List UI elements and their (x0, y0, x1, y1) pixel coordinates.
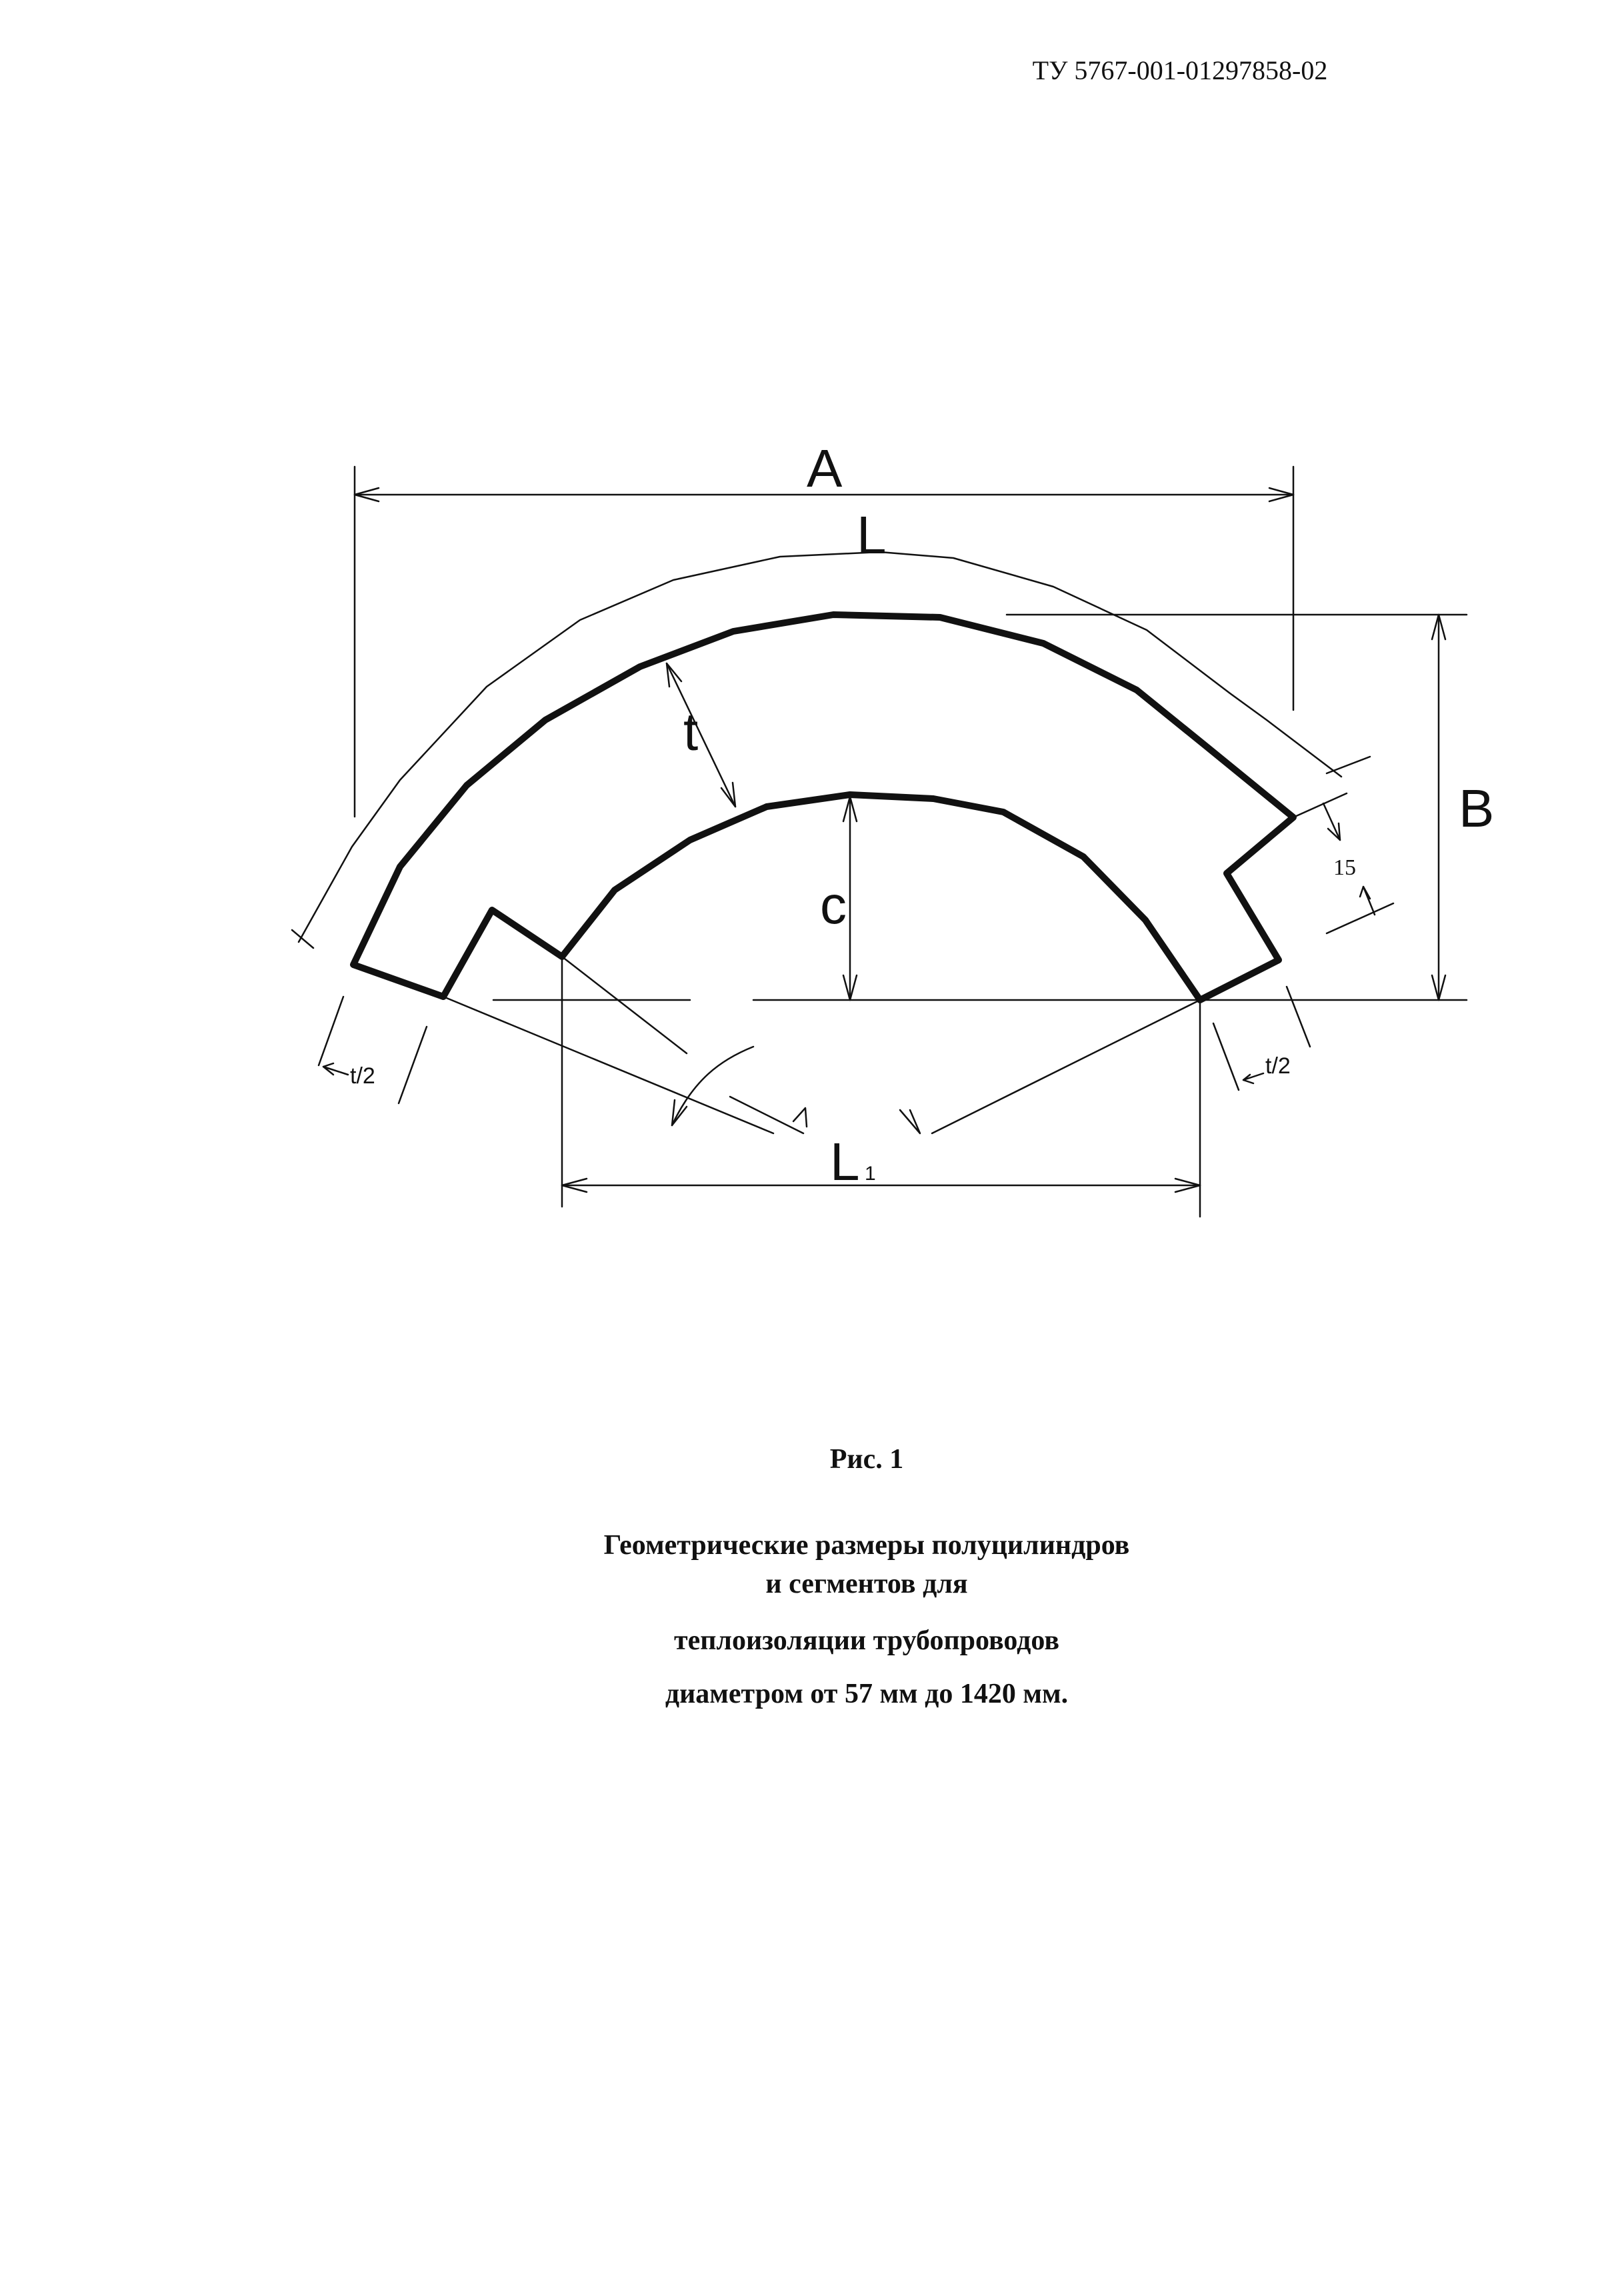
extension-line-half-t-left-1 (317, 995, 345, 1067)
caption-line-2: и сегментов для (765, 1569, 968, 1599)
arrow-l1-left (561, 1177, 588, 1193)
label-l1-subscript: 1 (865, 1163, 876, 1185)
dimension-arc-l (297, 551, 1343, 943)
arrow-t-bottom (720, 781, 737, 808)
label-half-t-left: t/2 (350, 1063, 375, 1089)
dimension-line-15-a (1322, 802, 1341, 841)
document-code: ТУ 5767-001-01297858-02 (1032, 55, 1328, 85)
arrow-a-left (353, 487, 380, 503)
arrow-a-right (1268, 487, 1295, 503)
arrow-half-t-left (322, 1062, 335, 1076)
label-half-t-right: t/2 (1265, 1053, 1291, 1079)
extension-line-half-t-right-2 (1285, 985, 1311, 1048)
arrow-l1-right (1174, 1177, 1201, 1193)
segment-profile (350, 611, 1297, 1003)
arrow-b-top (1431, 613, 1447, 641)
arrow-b-bottom (1431, 974, 1447, 1001)
angle-arrow-right (899, 1109, 921, 1135)
dimension-line-half-t-right (1242, 1072, 1265, 1081)
arrow-half-t-right (1242, 1073, 1255, 1085)
arrow-15-b (1359, 885, 1371, 900)
label-l: L (857, 505, 887, 565)
arrow-c-top (842, 795, 858, 823)
angle-arrow-center (792, 1107, 808, 1128)
extension-line-half-t-right-1 (1212, 1022, 1240, 1091)
dimension-line-half-t-left (322, 1065, 349, 1076)
label-b: B (1459, 779, 1494, 838)
extension-line-15-top (1292, 792, 1348, 819)
label-15: 15 (1333, 855, 1356, 880)
dimension-tick-l-left (291, 929, 315, 949)
caption-line-4: диаметром от 57 мм до 1420 мм. (665, 1679, 1069, 1709)
label-l1: L (830, 1132, 860, 1191)
arrow-15-a (1327, 822, 1341, 841)
label-c: c (820, 875, 847, 935)
angle-line-left-inner (561, 955, 688, 1055)
extension-line-half-t-left-2 (397, 1025, 428, 1105)
dimension-line-t (665, 662, 737, 808)
angle-line-right (931, 999, 1201, 1135)
arrow-t-top (665, 662, 683, 688)
angle-line-left-outer (442, 995, 775, 1135)
caption-line-3: теплоизоляции трубопроводов (673, 1625, 1060, 1656)
label-a: A (807, 439, 843, 498)
extension-line-15-bottom (1325, 902, 1395, 935)
figure-label: Рис. 1 (829, 1444, 904, 1475)
angle-arrow-left (671, 1099, 688, 1127)
angle-arc (671, 1045, 755, 1127)
angle-line-left-inner-2 (729, 1095, 805, 1135)
dimension-tick-l-right (1325, 755, 1371, 775)
caption-line-1: Геометрические размеры полуцилиндров (603, 1530, 1130, 1561)
label-t: t (683, 702, 698, 761)
